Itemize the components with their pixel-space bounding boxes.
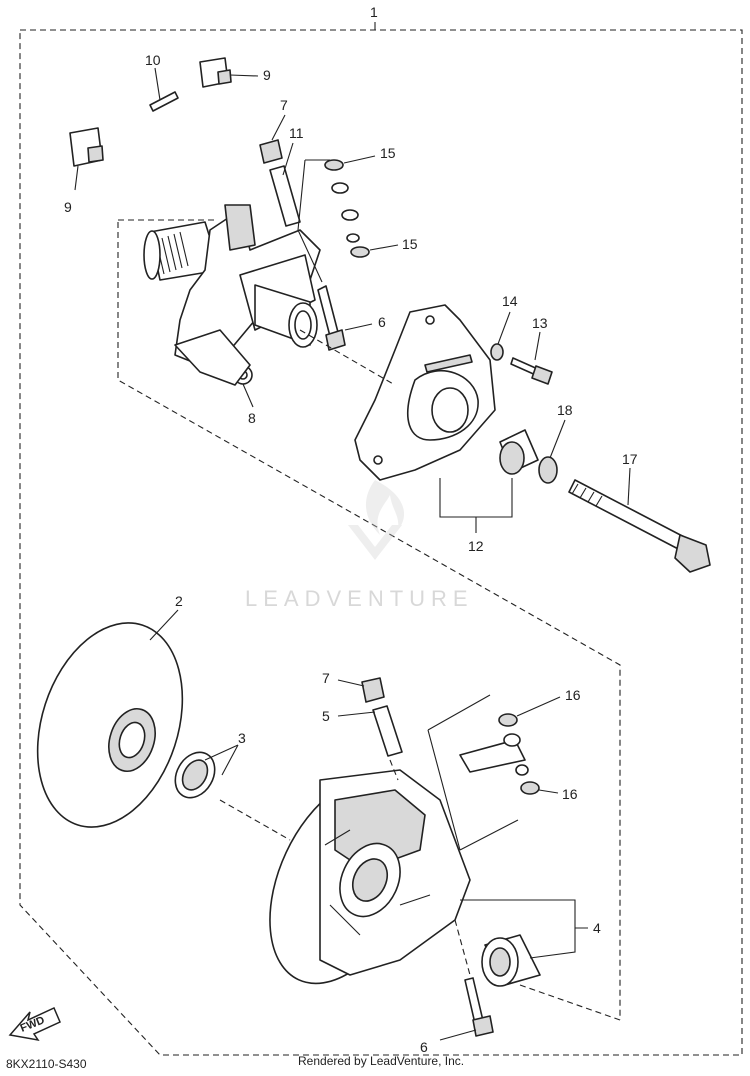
- callout-3: 3: [238, 730, 246, 746]
- callout-12: 12: [468, 538, 484, 554]
- assembly-line-upper-2: [299, 329, 396, 386]
- leader-3: [204, 744, 239, 776]
- arm-group-bracket: [427, 694, 519, 851]
- cam-block-part: [199, 57, 232, 88]
- leader-14: [497, 311, 511, 345]
- bolt-head-part: [472, 1015, 494, 1037]
- leader-15b: [369, 244, 399, 251]
- assembly-line-lower-3: [454, 919, 471, 976]
- callout-13: 13: [532, 315, 548, 331]
- leader-16a: [516, 696, 561, 717]
- leader-10: [154, 67, 161, 101]
- leader-15a: [343, 155, 376, 164]
- callout-11: 11: [289, 125, 304, 141]
- leader-12: [439, 478, 513, 533]
- bolt-head-part: [325, 329, 346, 351]
- washer-group-bracket: [297, 159, 330, 283]
- callout-1: 1: [370, 4, 378, 20]
- leadventure-watermark-logo: [348, 480, 405, 560]
- pin-part: [149, 91, 179, 112]
- callout-7b: 7: [322, 670, 330, 686]
- fwd-arrow-icon: FWD: [8, 1006, 61, 1042]
- callout-16a: 16: [565, 687, 581, 703]
- leader-8: [242, 383, 254, 408]
- ring-bushing-part: [174, 751, 216, 799]
- callout-15a: 15: [380, 145, 396, 161]
- leader-9a: [229, 74, 259, 77]
- callout-4: 4: [593, 920, 601, 936]
- leader-18: [549, 419, 566, 459]
- leader-6b: [439, 1029, 477, 1041]
- callout-14: 14: [502, 293, 518, 309]
- leader-7b: [337, 679, 365, 687]
- sheave-disc-part: [36, 622, 184, 828]
- leader-17: [627, 467, 631, 506]
- cam-block-part: [69, 127, 104, 167]
- cover-plate-part: [354, 304, 496, 481]
- assembly-line-lower-4: [519, 984, 621, 1021]
- assembly-line-lower-2: [389, 759, 399, 781]
- spacer-tube-part: [269, 165, 301, 227]
- housing-bushing-part: [481, 934, 541, 987]
- nut-part: [361, 677, 385, 703]
- roller-arm-part: [459, 713, 540, 795]
- diagram-code: 8KX2110-S430: [6, 1057, 87, 1071]
- long-bolt-part: [568, 479, 711, 573]
- callout-17: 17: [622, 451, 638, 467]
- washer-part: [324, 159, 370, 258]
- callout-9b: 9: [64, 199, 72, 215]
- leader-6a: [344, 323, 373, 331]
- leader-2: [149, 609, 179, 641]
- small-bolt-head-part: [531, 365, 553, 385]
- nut-part: [259, 139, 283, 164]
- callout-2: 2: [175, 593, 183, 609]
- small-washer-part: [490, 343, 504, 361]
- callout-16b: 16: [562, 786, 578, 802]
- callout-7a: 7: [280, 97, 288, 113]
- leader-13: [534, 331, 541, 361]
- leader-9b: [74, 165, 79, 191]
- bushing-part: [499, 429, 539, 475]
- callout-8: 8: [248, 410, 256, 426]
- watermark-text: LEADVENTURE: [245, 586, 474, 611]
- callout-10: 10: [145, 52, 161, 68]
- leader-5: [337, 711, 376, 717]
- leader-4: [460, 899, 588, 959]
- assembly-boundary: [19, 29, 743, 1056]
- assembly-line-lower-1: [219, 799, 291, 841]
- drive-shaft-spider-part: [143, 204, 321, 386]
- leader-11: [282, 142, 294, 176]
- callout-5: 5: [322, 708, 330, 724]
- callout-6a: 6: [378, 314, 386, 330]
- callout-9a: 9: [263, 67, 271, 83]
- render-credit: Rendered by LeadVenture, Inc.: [298, 1054, 464, 1068]
- callout-18: 18: [557, 402, 573, 418]
- leader-16b: [538, 789, 559, 794]
- thrust-washer-part: [538, 456, 558, 484]
- spacer-part: [372, 705, 403, 757]
- movable-sheave-housing-part: [269, 769, 471, 985]
- callout-6b: 6: [420, 1039, 428, 1055]
- leader-7a: [271, 114, 286, 141]
- callout-15b: 15: [402, 236, 418, 252]
- subassembly-boundary-upper: [117, 222, 621, 1020]
